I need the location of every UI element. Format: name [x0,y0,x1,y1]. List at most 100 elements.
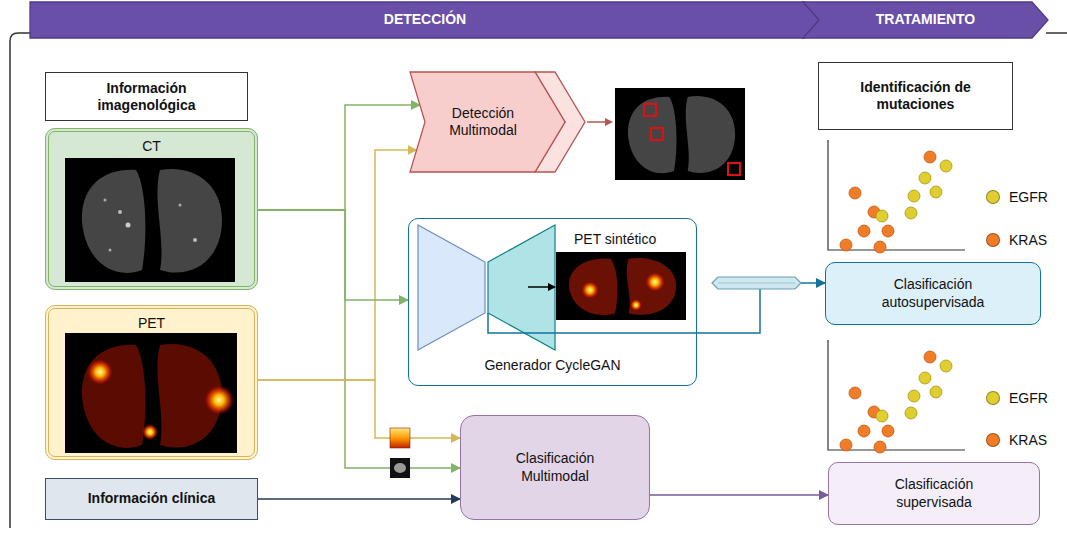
phase-band: DETECCIÓN [30,2,820,38]
plot-axes [828,340,965,450]
phase-band: TRATAMIENTO [803,2,1048,38]
input-box: Información clínica [45,478,258,520]
detection-output-arrow [587,121,606,123]
hot-spot [87,359,113,385]
outline-polygon [30,2,820,38]
kras-dot [858,225,870,237]
feature-vector-edge [718,283,795,284]
node-text: PET [138,315,165,332]
process-box: Clasificación Multimodal [460,415,650,520]
encoder [418,225,485,350]
feature-vector [712,277,801,289]
legend-swatch [986,433,1000,447]
output-arrow [528,286,550,288]
connector-arrow [258,150,417,380]
ct-image [65,158,235,282]
egfr-dot [905,407,917,419]
legend-swatch [986,391,1000,405]
egfr-dot [919,372,931,384]
egfr-dot [919,172,931,184]
process-box: Clasificación supervisada [828,462,1040,525]
process-box: Clasificación autosupervisada [825,262,1041,325]
cyclegan-generator-art [418,225,697,350]
legend-text: EGFR [1009,189,1048,205]
legend-item: KRAS [986,232,1047,248]
egfr-dot [930,186,942,198]
hot-spot [645,272,665,292]
lung [82,345,145,448]
kras-dot [924,151,936,163]
hot-spot [581,281,599,299]
lung [569,258,618,314]
kras-dot [840,439,852,451]
detection-box [644,104,656,116]
decoder [488,225,555,350]
lung [157,169,222,273]
vessel [126,223,131,228]
kras-dot [849,387,861,399]
node-text: Identificación de mutaciones [841,79,991,113]
node-text: Detección Multimodal [428,105,538,139]
legend-text: KRAS [1009,232,1047,248]
node-text: TRATAMIENTO [876,11,976,28]
kras-dot [858,425,870,437]
scatter-plot [828,340,965,453]
frame-bracket [1046,32,1067,34]
lung [686,96,735,173]
lung [627,258,676,315]
egfr-dot [876,210,888,222]
egfr-dot [930,386,942,398]
plot-axes [828,140,965,250]
vessel [179,204,182,207]
node-text: DETECCIÓN [384,11,466,28]
egfr-dot [908,390,920,402]
connector-arrow [258,210,460,468]
kras-dot [840,239,852,251]
pet-image [65,333,237,453]
egfr-dot [905,207,917,219]
kras-dot [882,225,894,237]
legend-item: KRAS [986,432,1047,448]
kras-dot [874,441,886,453]
kras-dot [882,425,894,437]
vessel [118,210,122,214]
legend-swatch [986,233,1000,247]
connector-arrow [258,498,460,500]
detection-output-arrow-head [605,118,613,126]
vessel [193,238,197,242]
lung [628,97,677,173]
node-text: Clasificación supervisada [864,476,1004,510]
section-header: Identificación de mutaciones [818,62,1013,130]
egfr-dot [876,410,888,422]
ct-panel-fill [45,128,258,290]
node-text: Clasificación autosupervisada [858,276,1008,310]
node-text: Información clínica [88,490,216,507]
detection-box [651,128,663,140]
pet-panel-fill [45,305,258,460]
section-header: Información imagenológica [45,72,248,121]
hot-spot [630,299,642,311]
connector-arrow [258,105,420,210]
detection-output-image [615,88,745,180]
node-text: CT [142,138,161,155]
connector-arrow [650,494,828,496]
legend-text: KRAS [1009,432,1047,448]
ct-image-ground [615,88,745,180]
connector-arrow [258,380,460,438]
node-text: Información imagenológica [82,80,212,114]
ct-patch-lesion [394,463,406,473]
node-text: Clasificación Multimodal [495,450,615,484]
legend-text: EGFR [1009,390,1048,406]
scatter-plot [828,140,965,253]
kras-dot [924,351,936,363]
synthetic-pet-ground [556,252,686,320]
outline-polygon [410,72,565,172]
legend-item: EGFR [986,390,1048,406]
modality-panel: PET [45,305,258,460]
legend-item: EGFR [986,189,1048,205]
connector-arrow [697,283,825,333]
pet-image-ground [65,333,237,453]
hot-spot [204,385,234,415]
kras-dot [849,187,861,199]
frame-bracket [10,33,30,528]
